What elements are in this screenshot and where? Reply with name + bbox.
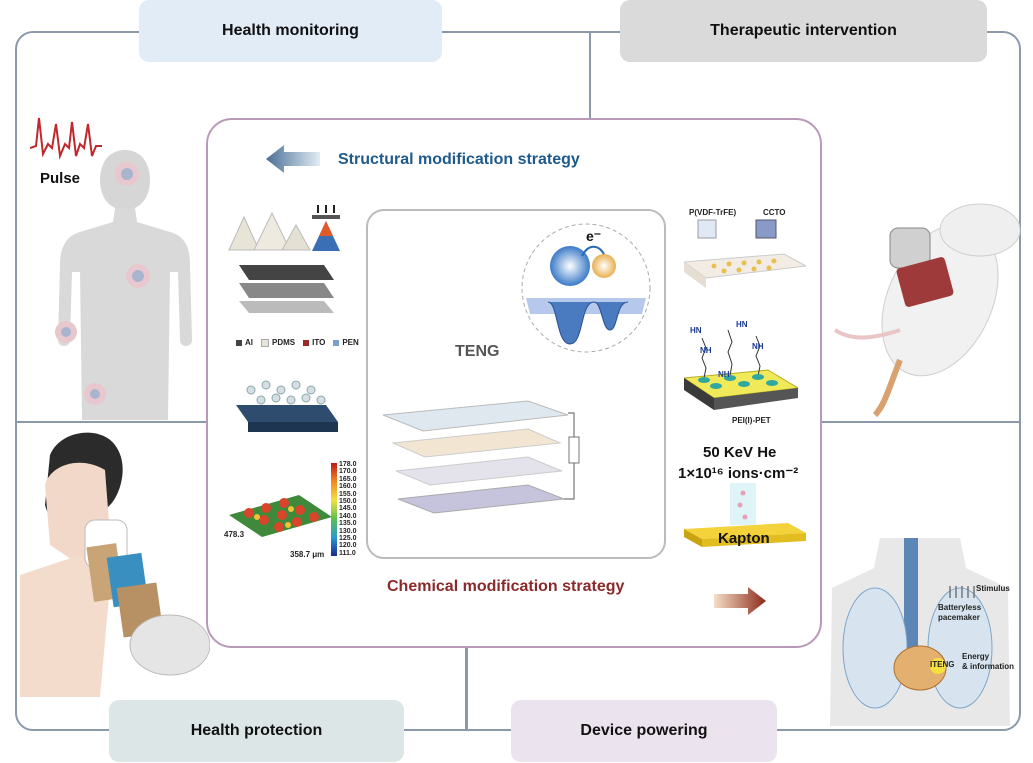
- health-monitoring-label: Health monitoring: [222, 22, 359, 39]
- pei-pet-film-image: [684, 329, 798, 410]
- scale-tick: 130.0: [339, 527, 357, 535]
- hn-label-1: HN: [690, 326, 702, 335]
- scale-tick: 155.0: [339, 490, 357, 498]
- scale-tick: 140.0: [339, 512, 357, 520]
- nh-label-2: NH: [752, 342, 764, 351]
- layer-legend: Al PDMS ITO PEN: [236, 338, 359, 347]
- energy-info-label: Energy & information: [962, 652, 1014, 671]
- face-mask-illustration: [20, 425, 210, 697]
- legend-ito: ITO: [312, 338, 326, 347]
- tab-health-monitoring: Health monitoring: [139, 0, 442, 62]
- human-silhouette-illustration: [55, 150, 192, 420]
- torso-pacemaker-illustration: [830, 538, 1010, 726]
- scale-tick: 120.0: [339, 542, 357, 550]
- afm-scale-ticks: 178.0 170.0 165.0 160.0 155.0 150.0 145.…: [339, 461, 369, 559]
- scale-tick: 170.0: [339, 468, 357, 476]
- pacemaker-label: Batteryless pacemaker: [938, 603, 982, 622]
- scale-tick: 178.0: [339, 461, 357, 468]
- iteng-label: ITENG: [930, 660, 955, 669]
- pvdf-ccto-composite-image: [684, 219, 806, 288]
- pulse-waveform: [30, 117, 102, 160]
- afm-color-scale: [331, 463, 337, 556]
- electron-transfer-diagram: [521, 223, 651, 353]
- left-arrow-icon: [266, 145, 320, 173]
- legend-pen: PEN: [342, 338, 359, 347]
- afm-y-label: 358.7 μm: [290, 550, 325, 559]
- mouse-with-device-illustration: [833, 203, 1021, 418]
- kapton-label: Kapton: [718, 530, 770, 547]
- ion-beam-kapton-image: [684, 483, 806, 547]
- legend-pdms: PDMS: [272, 338, 296, 347]
- nh-label-3: NH: [718, 370, 730, 379]
- ccto-label: CCTO: [763, 208, 786, 217]
- ion-dose-label: 1×10¹⁶ ions·cm⁻²: [678, 465, 799, 482]
- pei-pet-label: PEI(I)-PET: [732, 416, 771, 425]
- hn-label-2: HN: [736, 320, 748, 329]
- tab-device-powering: Device powering: [511, 700, 777, 762]
- nanowire-array-image: [236, 380, 338, 432]
- teng-label: TENG: [455, 343, 500, 360]
- teng-layer-stack: [382, 400, 580, 514]
- right-arrow-icon: [714, 587, 766, 615]
- pulse-label: Pulse: [40, 170, 81, 187]
- pvdf-label: P(VDF-TrFE): [689, 208, 737, 217]
- nh-label-1: NH: [700, 346, 712, 355]
- tab-health-protection: Health protection: [109, 700, 404, 762]
- tab-therapeutic-intervention: Therapeutic intervention: [620, 0, 987, 62]
- device-powering-label: Device powering: [580, 722, 708, 739]
- health-protection-label: Health protection: [190, 722, 323, 739]
- structural-strategy-title: Structural modification strategy: [338, 151, 580, 168]
- pyramid-microstructure-image: [228, 205, 340, 313]
- chemical-strategy-title: Chemical modification strategy: [387, 578, 625, 595]
- scale-tick: 165.0: [339, 475, 357, 483]
- scale-tick: 150.0: [339, 498, 357, 505]
- therapeutic-intervention-label: Therapeutic intervention: [710, 22, 897, 39]
- ion-energy-label: 50 KeV He: [703, 444, 777, 461]
- scale-tick: 145.0: [339, 505, 357, 513]
- scale-tick: 125.0: [339, 535, 357, 542]
- scale-tick: 111.0: [339, 549, 356, 557]
- afm-surface-map: [229, 495, 332, 537]
- afm-x-label: 478.3: [224, 530, 245, 539]
- stimulus-label: Stimulus: [976, 584, 1010, 593]
- scale-tick: 135.0: [339, 520, 357, 528]
- scale-tick: 160.0: [339, 483, 357, 491]
- legend-al: Al: [245, 338, 253, 347]
- electron-label: e⁻: [586, 228, 602, 244]
